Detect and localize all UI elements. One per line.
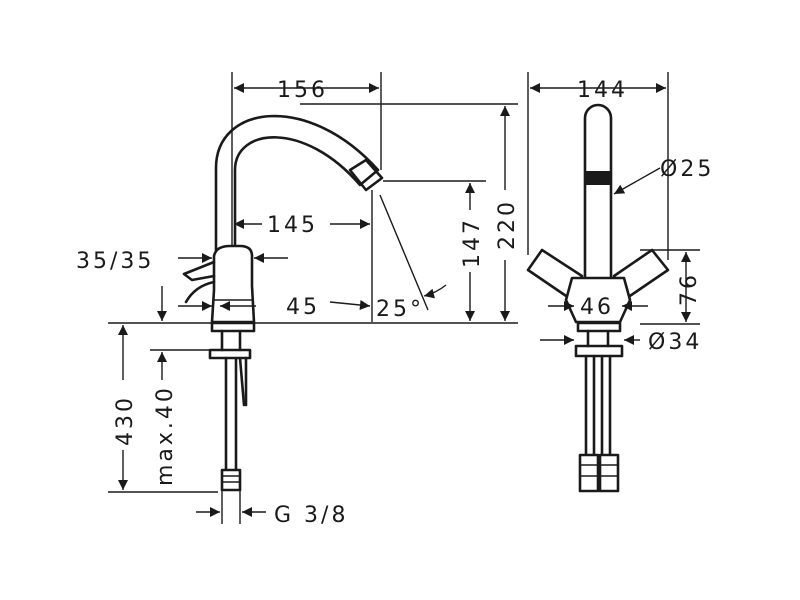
mounting-nut — [208, 348, 252, 360]
dim-hose-length: 430 — [113, 395, 138, 446]
spout-outline — [214, 114, 380, 252]
dim-thread: G 3/8 — [274, 503, 348, 528]
dim-total-height: 220 — [495, 199, 520, 250]
dim-base-width: 46 — [580, 295, 614, 320]
aerator-opening — [586, 171, 610, 185]
dim-lever-offset: 45 — [286, 295, 320, 320]
dim-aerator-height: 147 — [460, 217, 485, 268]
deck-flange — [210, 321, 256, 333]
dim-angle: 25° — [376, 297, 424, 322]
dim-spout-to-centre: 145 — [267, 213, 318, 238]
front-mounting-nut — [574, 344, 624, 358]
handle-lever — [182, 260, 216, 282]
faucet-body — [210, 244, 256, 324]
front-connector-left — [578, 453, 600, 493]
hose-connector — [220, 468, 242, 492]
front-view: 144 Ø25 76 46 Ø34 — [526, 72, 714, 493]
front-spout — [583, 103, 613, 302]
front-connector-right — [598, 453, 620, 493]
dim-spout-diameter: Ø25 — [660, 157, 714, 182]
dim-handle: 35/35 — [76, 249, 154, 274]
dim-width: 144 — [577, 78, 628, 103]
side-view: 156 145 220 147 35/35 45 25° 430 max.40 … — [76, 72, 520, 528]
dim-spout-reach: 156 — [277, 78, 328, 103]
aerator — [348, 158, 384, 192]
dim-base-diameter: Ø34 — [648, 330, 702, 355]
dim-handle-height: 76 — [677, 272, 702, 306]
dim-max-deck: max.40 — [153, 385, 178, 486]
